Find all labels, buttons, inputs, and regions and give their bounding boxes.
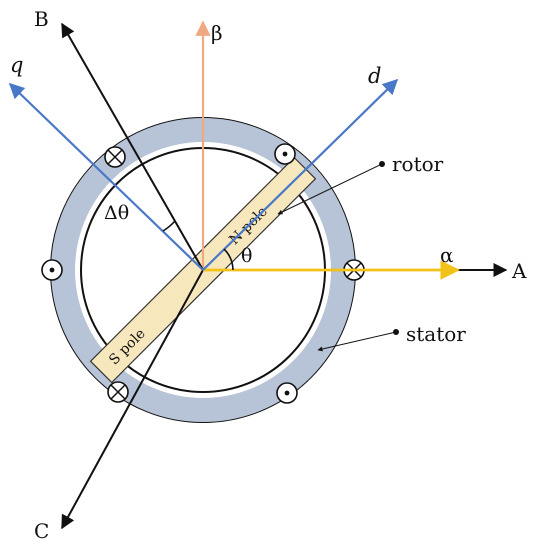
c-axis-label: C (34, 519, 49, 543)
winding-dot-top (274, 143, 296, 165)
winding-cross-top-left (104, 146, 126, 168)
winding-dot-bottom-right (276, 382, 298, 404)
stator-leader-dot (393, 329, 399, 335)
theta-label: θ (241, 245, 252, 267)
delta-theta-label: Δθ (104, 202, 129, 224)
beta-axis-label: β (211, 21, 223, 45)
alpha-axis-label: α (440, 243, 454, 267)
theta-arc (223, 248, 234, 271)
d-axis-label: d (368, 64, 381, 88)
a-axis-label: A (511, 259, 527, 283)
q-axis (8, 82, 204, 271)
q-axis-label: q (10, 53, 23, 77)
delta-theta-arc (162, 220, 176, 232)
b-axis-label: B (34, 7, 49, 31)
winding-dot-left (41, 259, 63, 281)
winding-cross-bottom-left (107, 381, 129, 403)
b-axis (61, 22, 204, 271)
rotor-leader (277, 163, 383, 215)
stator-label: stator (406, 322, 466, 346)
rotor-label: rotor (392, 152, 444, 176)
c-axis (61, 269, 204, 530)
rotor-leader-dot (379, 161, 385, 167)
d-axis (202, 78, 399, 271)
stator-leader (317, 331, 397, 352)
windings (41, 143, 365, 404)
